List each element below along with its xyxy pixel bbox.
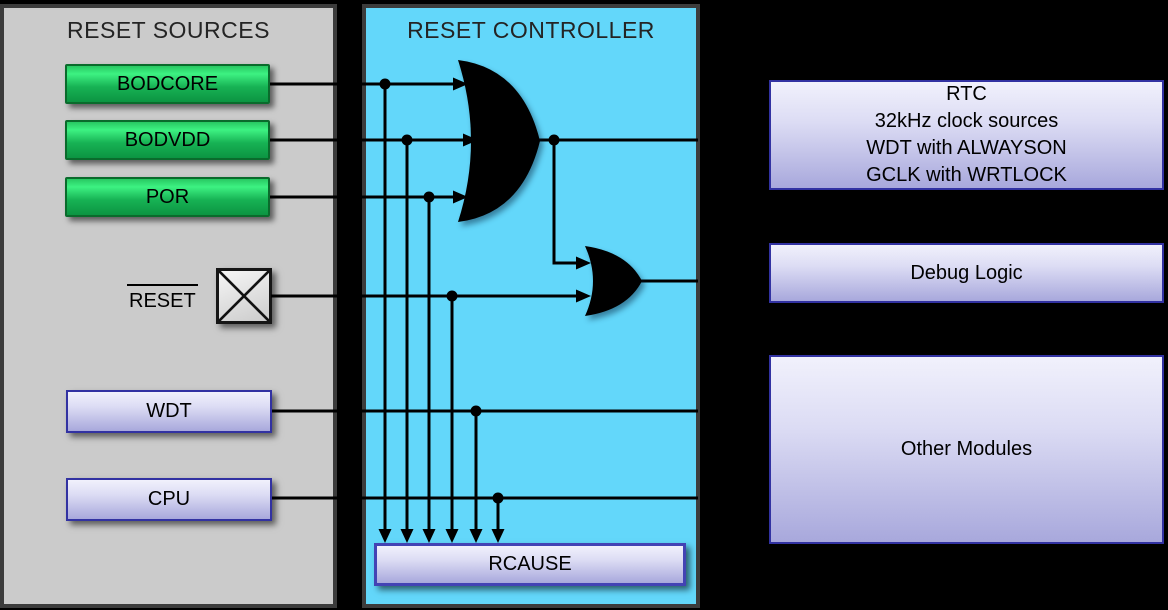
module-line: 32kHz clock sources xyxy=(874,110,1059,132)
module-line: GCLK with WRTLOCK xyxy=(866,164,1067,186)
rcause-register-box: RCAUSE xyxy=(374,543,686,586)
source-box-bodvdd: BODVDD xyxy=(65,120,270,160)
reset-controller-title: RESET CONTROLLER xyxy=(407,17,655,43)
reset-controller-panel: RESET CONTROLLER xyxy=(362,4,700,608)
source-label: BODCORE xyxy=(116,72,219,95)
reset-pin-label: RESET xyxy=(127,284,198,313)
module-box-cpu: CPU xyxy=(66,478,272,521)
source-label: BODVDD xyxy=(124,128,211,151)
module-line: Other Modules xyxy=(900,438,1033,460)
source-box-bodcore: BODCORE xyxy=(65,64,270,104)
module-box-wdt: WDT xyxy=(66,390,272,433)
debug-logic-box: Debug Logic xyxy=(769,243,1164,303)
source-label: POR xyxy=(145,185,190,208)
rcause-label: RCAUSE xyxy=(488,553,572,575)
module-label: WDT xyxy=(146,400,192,422)
other-modules-box: Other Modules xyxy=(769,355,1164,544)
source-box-por: POR xyxy=(65,177,270,217)
module-line: RTC xyxy=(946,83,987,105)
module-label: CPU xyxy=(147,488,191,510)
module-line: WDT with ALWAYSON xyxy=(866,137,1067,159)
x-pad-icon xyxy=(216,268,272,324)
always-on-modules-box: RTC 32kHz clock sources WDT with ALWAYSO… xyxy=(769,80,1164,190)
reset-sources-title: RESET SOURCES xyxy=(67,17,270,43)
x-pad-cross xyxy=(219,271,269,321)
module-line: Debug Logic xyxy=(910,261,1023,284)
